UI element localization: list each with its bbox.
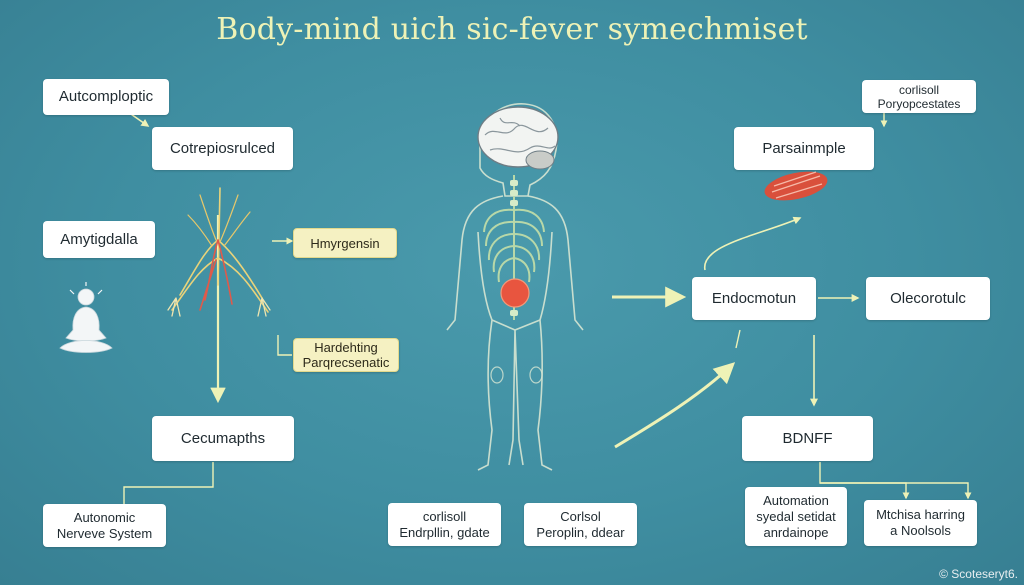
- node-label-line1: Automation: [763, 492, 829, 508]
- node-endocmotun: Endocmotun: [692, 277, 816, 320]
- arrow-curve-up: [614, 362, 736, 449]
- node-label-line2: Parqrecsenatic: [302, 355, 390, 370]
- node-label: Parsainmple: [762, 139, 846, 157]
- node-cotrepiosrulced: Cotrepiosrulced: [152, 127, 293, 170]
- node-label-line2: Peroplin, ddear: [536, 524, 625, 540]
- node-bdnff: BDNFF: [742, 416, 873, 461]
- node-label: Amytigdalla: [60, 230, 138, 248]
- node-autcomploptic: Autcomploptic: [43, 79, 169, 115]
- node-label-line2: Endrpllin, gdate: [399, 524, 490, 540]
- node-label-line2: a Noolsols: [890, 523, 951, 538]
- line-to-hardehting: [277, 335, 292, 356]
- node-label-line1: Autonomic: [73, 509, 136, 525]
- line-endocmotun-small: [735, 329, 741, 349]
- page-title: Body-mind uich sic-fever symechmiset: [216, 12, 808, 47]
- node-corlisoll-poryopcestates: corlisoll Poryopcestates: [862, 80, 976, 113]
- node-label-line2: Nerveve System: [56, 525, 153, 541]
- node-parsainmple: Parsainmple: [734, 127, 874, 170]
- node-cecumapths: Cecumapths: [152, 416, 294, 461]
- node-label-line1: Corlsol: [560, 508, 601, 524]
- node-label: Cecumapths: [180, 429, 266, 447]
- node-label-line1: Mtchisa harring: [876, 507, 965, 522]
- node-label: Autcomploptic: [58, 88, 154, 105]
- node-olecorotulc: Olecorotulc: [866, 277, 990, 320]
- watermark: © Scoteseryt6.: [939, 567, 1018, 581]
- brain-icon: [477, 106, 559, 170]
- arrow-loop-to-parsainmple: [704, 216, 802, 271]
- node-autonomic-nerve-system: Autonomic Nerveve System: [43, 504, 166, 547]
- node-hardehting: Hardehting Parqrecsenatic: [293, 338, 399, 372]
- node-label-line2: Poryopcestates: [877, 96, 961, 111]
- node-label-line1: corlisoll: [898, 82, 939, 97]
- node-cortisoll-endrpllin: corlisoll Endrpllin, gdate: [388, 503, 501, 546]
- node-mtchisa-harring: Mtchisa harring a Noolsols: [864, 500, 977, 546]
- node-label: Olecorotulc: [890, 289, 966, 307]
- line-bdnff-branch-2: [820, 482, 910, 500]
- node-label-line2: syedal setidat: [756, 508, 836, 524]
- node-label: Cotrepiosrulced: [169, 139, 276, 157]
- node-label: Endocmotun: [711, 289, 797, 307]
- node-corlsol-peroplin: Corlsol Peroplin, ddear: [524, 503, 637, 546]
- node-label-line1: Hardehting: [314, 340, 378, 355]
- node-hmyrgensin: Hmyrgensin: [293, 228, 397, 258]
- node-amytigdalla: Amytigdalla: [43, 221, 155, 258]
- organ-highlight: [500, 278, 530, 308]
- node-automation: Automation syedal setidat anrdainope: [745, 487, 847, 546]
- node-label: BDNFF: [782, 429, 833, 447]
- node-label-line3: anrdainope: [763, 524, 829, 540]
- node-label: Hmyrgensin: [310, 235, 380, 251]
- line-cecumapths-to-autonomic: [123, 462, 214, 504]
- node-label-line1: corlisoll: [422, 508, 467, 524]
